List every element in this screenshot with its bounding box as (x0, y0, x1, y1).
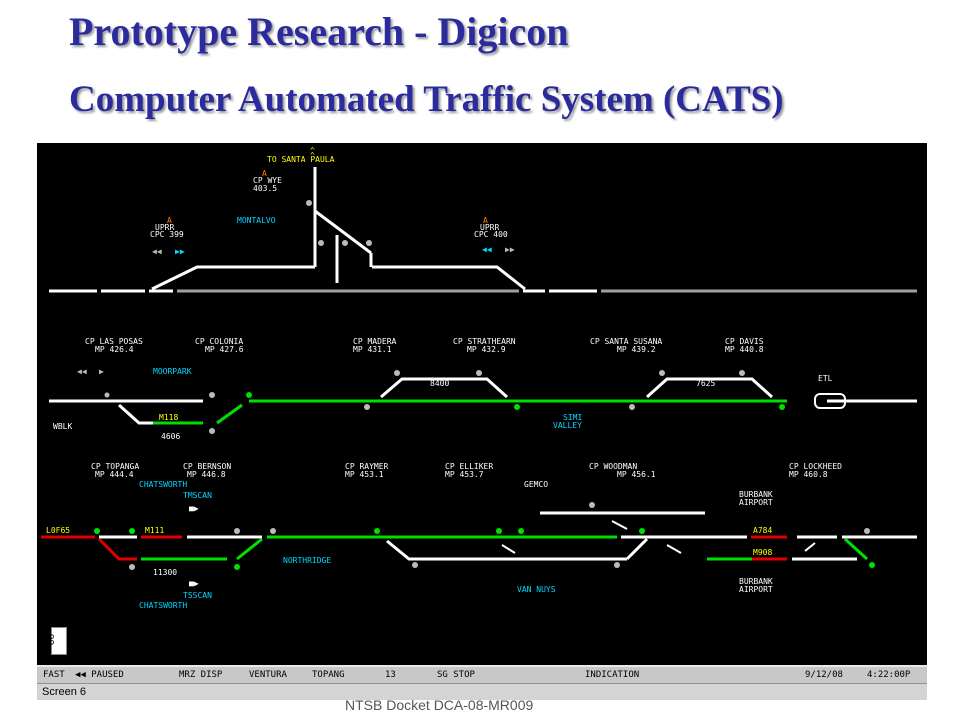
status-indication: INDICATION (585, 670, 640, 680)
label-simi-2: VALLEY (553, 421, 582, 430)
section-moorpark: ◀◀ ▶ (49, 367, 917, 434)
svg-text:■▶: ■▶ (189, 579, 199, 588)
label-cp-wye-1: CP WYE (253, 176, 282, 185)
screen-number-box[interactable]: 06 (46, 627, 67, 655)
svg-text:◀◀: ◀◀ (482, 245, 492, 254)
label-cp-davis-1: CP DAVIS (725, 337, 764, 346)
label-a784: A784 (753, 526, 772, 535)
status-ventura: VENTURA (249, 670, 287, 680)
label-cp-las-posas-2: MP 426.4 (95, 345, 134, 354)
label-tmscan: TMSCAN (183, 491, 212, 500)
label-uprr1-a: A (167, 216, 172, 225)
label-to-santa-paula: TO SANTA PAULA (267, 155, 335, 164)
docket-footer: NTSB Docket DCA-08-MR009 (345, 697, 534, 713)
label-cp-strathearn-2: MP 432.9 (467, 345, 506, 354)
track-diagram: ◀◀ ▶▶ ◀◀ ▶▶ ^ ^ ◀◀ ▶ (41, 146, 917, 610)
label-simi-1: SIMI (563, 413, 582, 422)
label-m111: M111 (145, 526, 164, 535)
label-tsscan: TSSCAN (183, 591, 212, 600)
label-cp-woodman-1: CP WOODMAN (589, 462, 637, 471)
svg-text:◀◀: ◀◀ (152, 247, 162, 256)
label-cp-strathearn-1: CP STRATHEARN (453, 337, 516, 346)
label-uprr2-a: A (483, 216, 488, 225)
label-northridge: NORTHRIDGE (283, 556, 331, 565)
label-cp-elliker-1: CP ELLIKER (445, 462, 493, 471)
label-train-7625: 7625 (696, 379, 715, 388)
label-cp-santa-susana-1: CP SANTA SUSANA (590, 337, 662, 346)
label-gemco: GEMCO (524, 480, 548, 489)
screen-label: Screen 6 (42, 686, 87, 698)
screen-bar: Screen 6 (37, 683, 927, 700)
label-train-11300: 11300 (153, 568, 177, 577)
svg-text:▶▶: ▶▶ (505, 245, 515, 254)
status-topang: TOPANG (312, 670, 345, 680)
label-chatsworth-top: CHATSWORTH (139, 480, 187, 489)
label-cp-lockheed-1: CP LOCKHEED (789, 462, 842, 471)
label-cp-colonia-2: MP 427.6 (205, 345, 244, 354)
svg-text:◀◀: ◀◀ (77, 367, 87, 376)
label-van-nuys: VAN NUYS (517, 585, 556, 594)
label-burbank-top-2: AIRPORT (739, 498, 773, 507)
label-cp-las-posas-1: CP LAS POSAS (85, 337, 143, 346)
label-cp-topanga-2: MP 444.4 (95, 470, 134, 479)
label-cp-raymer-2: MP 453.1 (345, 470, 384, 479)
station-labels: TO SANTA PAULA A CP WYE 403.5 MONTALVO A… (46, 155, 842, 610)
label-cp-lockheed-2: MP 460.8 (789, 470, 828, 479)
label-burbank-bot-1: BURBANK (739, 577, 773, 586)
label-cp-topanga-1: CP TOPANGA (91, 462, 139, 471)
label-uprr1-2: CPC 399 (150, 230, 184, 239)
label-cp-elliker-2: MP 453.7 (445, 470, 484, 479)
label-etl: ETL (818, 374, 833, 383)
section-northridge: ■▶ ■▶ (41, 502, 917, 588)
status-bar: FAST ◀◀ PAUSED MRZ DISP VENTURA TOPANG 1… (37, 665, 927, 683)
label-train-4606: 4606 (161, 432, 180, 441)
label-cp-bernson-1: CP BERNSON (183, 462, 231, 471)
label-cp-wye-a: A (262, 169, 267, 178)
label-train-8400: 8400 (430, 379, 449, 388)
status-date: 9/12/08 (805, 670, 843, 680)
status-sgstop: SG STOP (437, 670, 475, 680)
svg-text:■▶: ■▶ (189, 504, 199, 513)
label-burbank-bot-2: AIRPORT (739, 585, 773, 594)
label-chatsworth-bottom: CHATSWORTH (139, 601, 187, 610)
svg-text:^: ^ (310, 146, 315, 155)
status-time: 4:22:00P (867, 670, 911, 680)
status-paused[interactable]: ◀◀ PAUSED (75, 670, 124, 680)
svg-text:▶: ▶ (99, 367, 104, 376)
cats-display: ◀◀ ▶▶ ◀◀ ▶▶ ^ ^ ◀◀ ▶ (37, 143, 927, 700)
status-num: 13 (385, 670, 396, 680)
screen-number-label: 06 (46, 633, 58, 646)
label-cp-davis-2: MP 440.8 (725, 345, 764, 354)
label-cp-madera-1: CP MADERA (353, 337, 397, 346)
label-uprr2-2: CPC 400 (474, 230, 508, 239)
section-montalvo: ◀◀ ▶▶ ◀◀ ▶▶ ^ ^ (49, 146, 917, 293)
label-montalvo: MONTALVO (237, 216, 276, 225)
label-m118: M118 (159, 413, 178, 422)
label-cp-raymer-1: CP RAYMER (345, 462, 389, 471)
label-l0f65: L0F65 (46, 526, 70, 535)
svg-text:^: ^ (310, 151, 315, 160)
label-cp-colonia-1: CP COLONIA (195, 337, 243, 346)
label-uprr2-1: UPRR (480, 223, 499, 232)
label-burbank-top-1: BURBANK (739, 490, 773, 499)
label-cp-wye-2: 403.5 (253, 184, 277, 193)
label-cp-woodman-2: MP 456.1 (617, 470, 656, 479)
slide-subtitle: Computer Automated Traffic System (CATS) (69, 79, 784, 120)
label-uprr1-1: UPRR (155, 223, 174, 232)
status-mrz: MRZ DISP (179, 670, 223, 680)
svg-text:▶▶: ▶▶ (175, 247, 185, 256)
status-fast[interactable]: FAST (43, 670, 65, 680)
slide-title: Prototype Research - Digicon (69, 9, 569, 54)
label-moorpark: MOORPARK (153, 367, 192, 376)
label-m908: M908 (753, 548, 772, 557)
label-cp-santa-susana-2: MP 439.2 (617, 345, 656, 354)
label-cp-bernson-2: MP 446.8 (187, 470, 226, 479)
label-wblk: WBLK (53, 422, 72, 431)
label-cp-madera-2: MP 431.1 (353, 345, 392, 354)
